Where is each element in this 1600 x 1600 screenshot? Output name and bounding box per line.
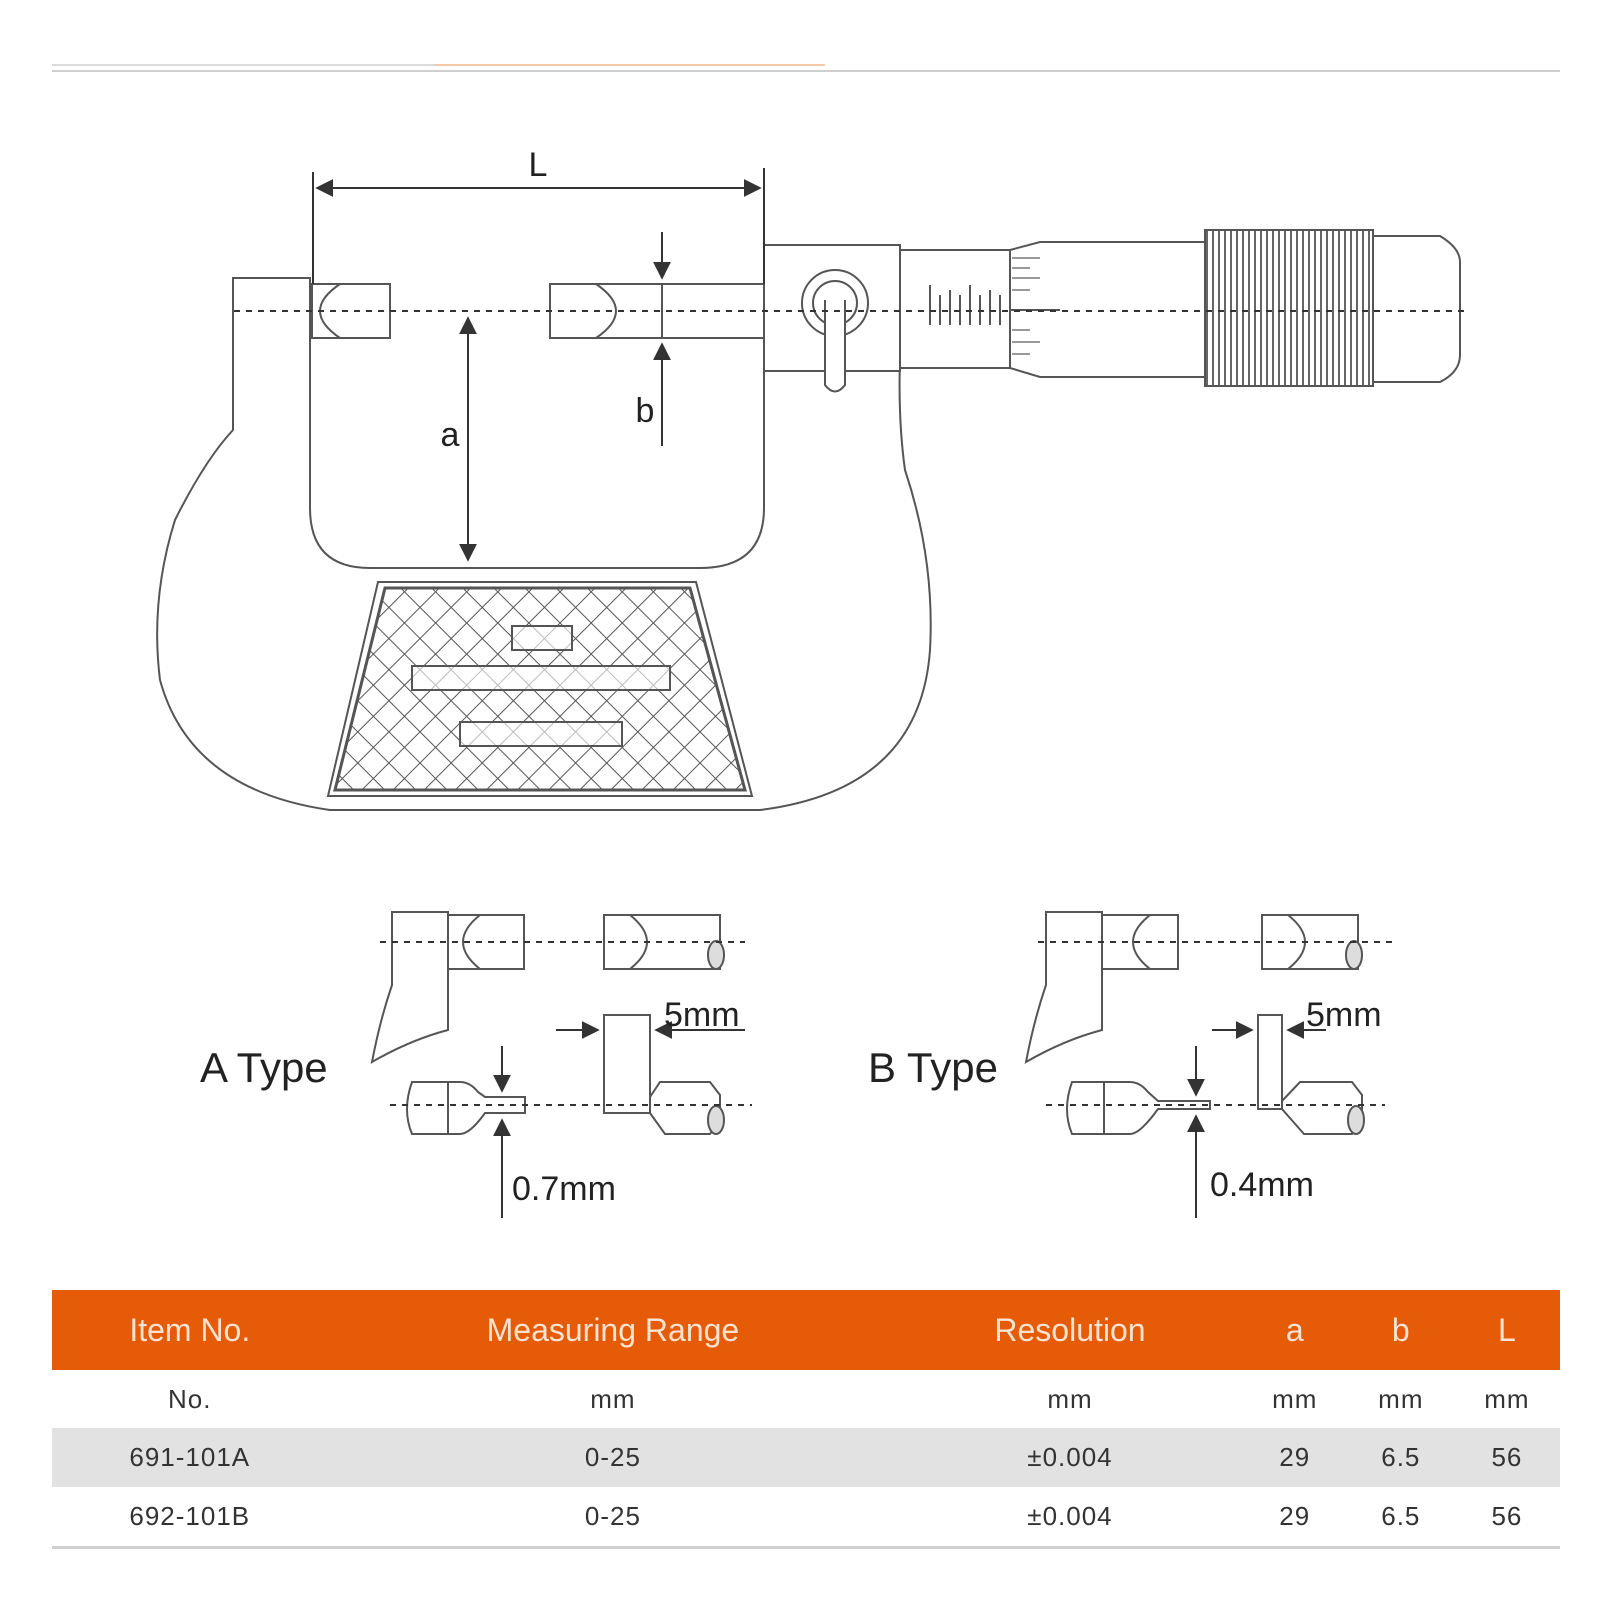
header-b: b [1347, 1290, 1454, 1370]
header-divider-left [52, 64, 435, 66]
b-type-dimensions [1187, 1021, 1326, 1218]
a-type-dimensions [493, 1021, 745, 1218]
header-divider [52, 70, 1560, 72]
a-type-detail [370, 911, 725, 1135]
table-cell: 29 [1241, 1428, 1348, 1487]
table-cell: 56 [1453, 1487, 1560, 1549]
table-cell: ±0.004 [898, 1428, 1242, 1487]
dim-b-label: b [636, 392, 655, 430]
table-cell: mm [1378, 1383, 1424, 1414]
table-cell: mm [1484, 1383, 1530, 1414]
table-cell: 29 [1241, 1487, 1348, 1549]
header-item-no: Item No. [52, 1290, 328, 1370]
header-L: L [1453, 1290, 1560, 1370]
table-cell: mm [1047, 1383, 1093, 1414]
sleeve-scale [929, 285, 1011, 325]
table-cell: 691-101A [52, 1428, 328, 1487]
table-cell: 6.5 [1347, 1487, 1454, 1549]
b-type-label: B Type [868, 1044, 998, 1091]
a-type-width: 5mm [664, 996, 740, 1034]
table-cell: mm [1272, 1383, 1318, 1414]
table-header-row: Item No. Measuring Range Resolution a b … [52, 1290, 1560, 1370]
table-cell: mm [590, 1383, 636, 1414]
header-resolution: Resolution [898, 1290, 1242, 1370]
spec-table: Item No. Measuring Range Resolution a b … [52, 1290, 1560, 1549]
table-cell: 56 [1453, 1428, 1560, 1487]
header-divider-accent [435, 64, 825, 66]
table-cell: 0-25 [327, 1487, 899, 1549]
table-cell: 0-25 [327, 1428, 899, 1487]
table-cell: 6.5 [1347, 1428, 1454, 1487]
a-type-thickness: 0.7mm [512, 1170, 616, 1208]
units-row: No. mm mm mm mm mm [52, 1370, 1560, 1428]
header-a: a [1241, 1290, 1348, 1370]
micrometer-diagram: L a b A Type 5mm 0.7mm [156, 146, 1465, 1218]
b-type-detail [1024, 911, 1365, 1135]
table-cell: No. [168, 1383, 212, 1414]
thimble-scale [1012, 257, 1040, 355]
b-type-width: 5mm [1306, 996, 1382, 1034]
table-cell: 692-101B [52, 1487, 328, 1549]
b-type-thickness: 0.4mm [1210, 1166, 1314, 1204]
table-cell: ±0.004 [898, 1487, 1242, 1549]
b-type-axes [1038, 941, 1398, 1106]
micrometer-frame [156, 229, 1461, 811]
a-type-label: A Type [200, 1044, 328, 1091]
dim-L-label: L [529, 146, 548, 184]
header-measuring-range: Measuring Range [327, 1290, 899, 1370]
table-row: 691-101A 0-25 ±0.004 29 6.5 56 [52, 1428, 1560, 1487]
table-row: 692-101B 0-25 ±0.004 29 6.5 56 [52, 1487, 1560, 1549]
a-type-axes [380, 941, 752, 1106]
dim-a-label: a [441, 416, 460, 454]
dimension-L [312, 168, 765, 284]
